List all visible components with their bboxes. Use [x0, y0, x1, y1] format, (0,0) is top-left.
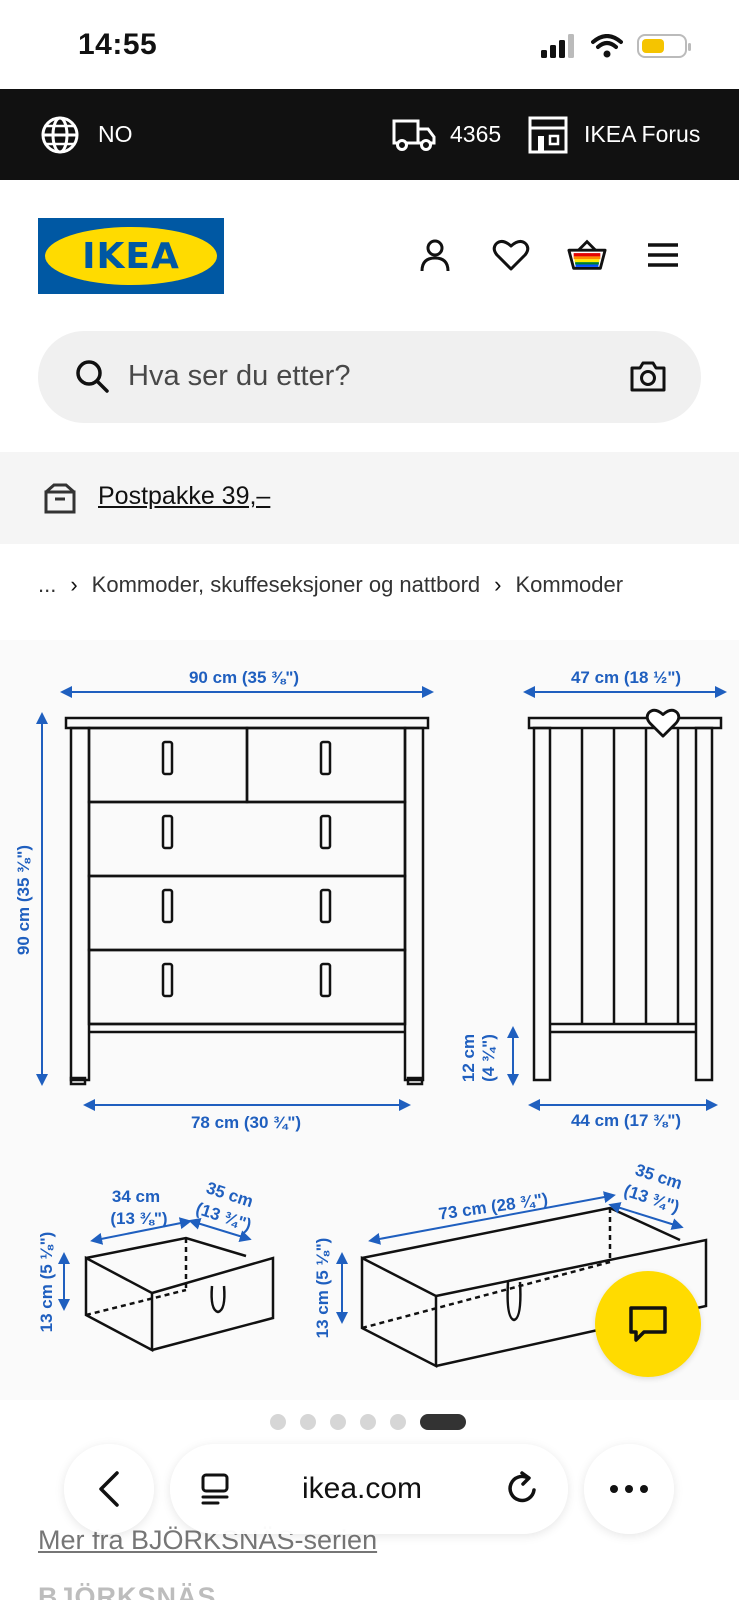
front-height-label: 90 cm (35 ⅜"): [14, 845, 33, 955]
inner-width-label: 78 cm (30 ¾"): [191, 1113, 301, 1132]
camera-icon[interactable]: [629, 359, 667, 393]
pager-dot[interactable]: [360, 1414, 376, 1430]
wifi-icon: [591, 34, 623, 58]
small-drawer-height-label: 13 cm (5 ⅛"): [37, 1232, 56, 1333]
pager-dot[interactable]: [300, 1414, 316, 1430]
browser-toolbar: ikea.com: [0, 1432, 739, 1542]
store-selector[interactable]: IKEA Forus: [528, 89, 700, 180]
site-header: IKEA: [0, 180, 739, 310]
logo-text: IKEA: [82, 235, 180, 277]
heart-icon: [492, 239, 530, 271]
pager-dot[interactable]: [390, 1414, 406, 1430]
breadcrumb-item-dressers-category[interactable]: Kommoder, skuffeseksjoner og nattbord: [91, 572, 481, 597]
large-drawer-height-label: 13 cm (5 ⅛"): [313, 1238, 332, 1339]
page-menu-icon: [201, 1473, 229, 1505]
heart-icon: [645, 708, 681, 738]
basket-button[interactable]: [567, 235, 607, 275]
side-depth-bottom-label: 44 cm (17 ⅜"): [571, 1111, 681, 1130]
chevron-left-icon: [99, 1471, 119, 1507]
postcode-selector[interactable]: 4365: [392, 89, 501, 180]
more-button[interactable]: [584, 1444, 674, 1534]
add-to-wishlist-button[interactable]: [640, 700, 686, 746]
leg-height-label-1: 12 cm: [459, 1034, 478, 1082]
image-pager: [270, 1414, 466, 1430]
search-bar[interactable]: Hva ser du etter?: [38, 331, 701, 423]
globe-icon: [41, 116, 79, 153]
status-icons: [541, 34, 691, 58]
reload-icon[interactable]: [506, 1470, 540, 1506]
parcel-icon: [44, 483, 76, 514]
pager-dot-active[interactable]: [420, 1414, 466, 1430]
breadcrumb-ellipsis[interactable]: ...: [38, 572, 57, 597]
chat-button[interactable]: [595, 1271, 701, 1377]
postpakke-link[interactable]: Postpakke 39,–: [98, 482, 271, 510]
breadcrumb: ... › Kommoder, skuffeseksjoner og nattb…: [38, 570, 623, 600]
language-label: NO: [98, 121, 133, 147]
chevron-right-icon: ›: [70, 572, 78, 597]
truck-icon: [392, 119, 436, 151]
pager-dot[interactable]: [270, 1414, 286, 1430]
back-button[interactable]: [64, 1444, 154, 1534]
address-bar[interactable]: ikea.com: [170, 1444, 568, 1534]
breadcrumb-item-dressers[interactable]: Kommoder: [515, 572, 624, 597]
small-drawer-width-label-2: (13 ⅜"): [110, 1209, 167, 1228]
top-utility-bar: NO 4365 IKEA Forus: [0, 89, 739, 180]
store-label: IKEA Forus: [584, 121, 701, 147]
menu-button[interactable]: [643, 235, 683, 275]
postcode-label: 4365: [450, 121, 502, 147]
wishlist-button[interactable]: [491, 235, 531, 275]
store-icon: [528, 116, 568, 153]
status-bar: 14:55: [0, 0, 739, 89]
basket-icon: [567, 239, 607, 270]
url-text: ikea.com: [302, 1472, 423, 1505]
side-depth-top-label: 47 cm (18 ½"): [571, 668, 681, 687]
series-name: BJÖRKSNÄS: [38, 1582, 217, 1600]
promo-banner: Postpakke 39,–: [0, 452, 739, 544]
front-width-label: 90 cm (35 ⅜"): [189, 668, 299, 687]
battery-icon: [637, 34, 691, 58]
cellular-signal-icon: [541, 34, 574, 58]
account-icon: [420, 239, 450, 272]
language-selector[interactable]: NO: [40, 89, 133, 180]
search-icon: [76, 360, 109, 393]
account-button[interactable]: [415, 235, 455, 275]
status-time: 14:55: [78, 28, 158, 61]
product-dimension-image[interactable]: 90 cm (35 ⅜") 90 cm (35 ⅜") 78 cm (30 ¾"…: [0, 640, 739, 1400]
ikea-logo[interactable]: IKEA: [38, 218, 224, 294]
more-icon: [610, 1485, 648, 1493]
search-input[interactable]: Hva ser du etter?: [128, 360, 351, 392]
leg-height-label-2: (4 ¾"): [479, 1034, 498, 1082]
menu-icon: [648, 243, 678, 267]
small-drawer-width-label-1: 34 cm: [112, 1187, 160, 1206]
chevron-right-icon: ›: [494, 572, 502, 597]
pager-dot[interactable]: [330, 1414, 346, 1430]
chat-icon: [629, 1306, 667, 1342]
logo-oval: IKEA: [45, 227, 217, 285]
dimension-drawing: 90 cm (35 ⅜") 90 cm (35 ⅜") 78 cm (30 ¾"…: [14, 668, 727, 1369]
